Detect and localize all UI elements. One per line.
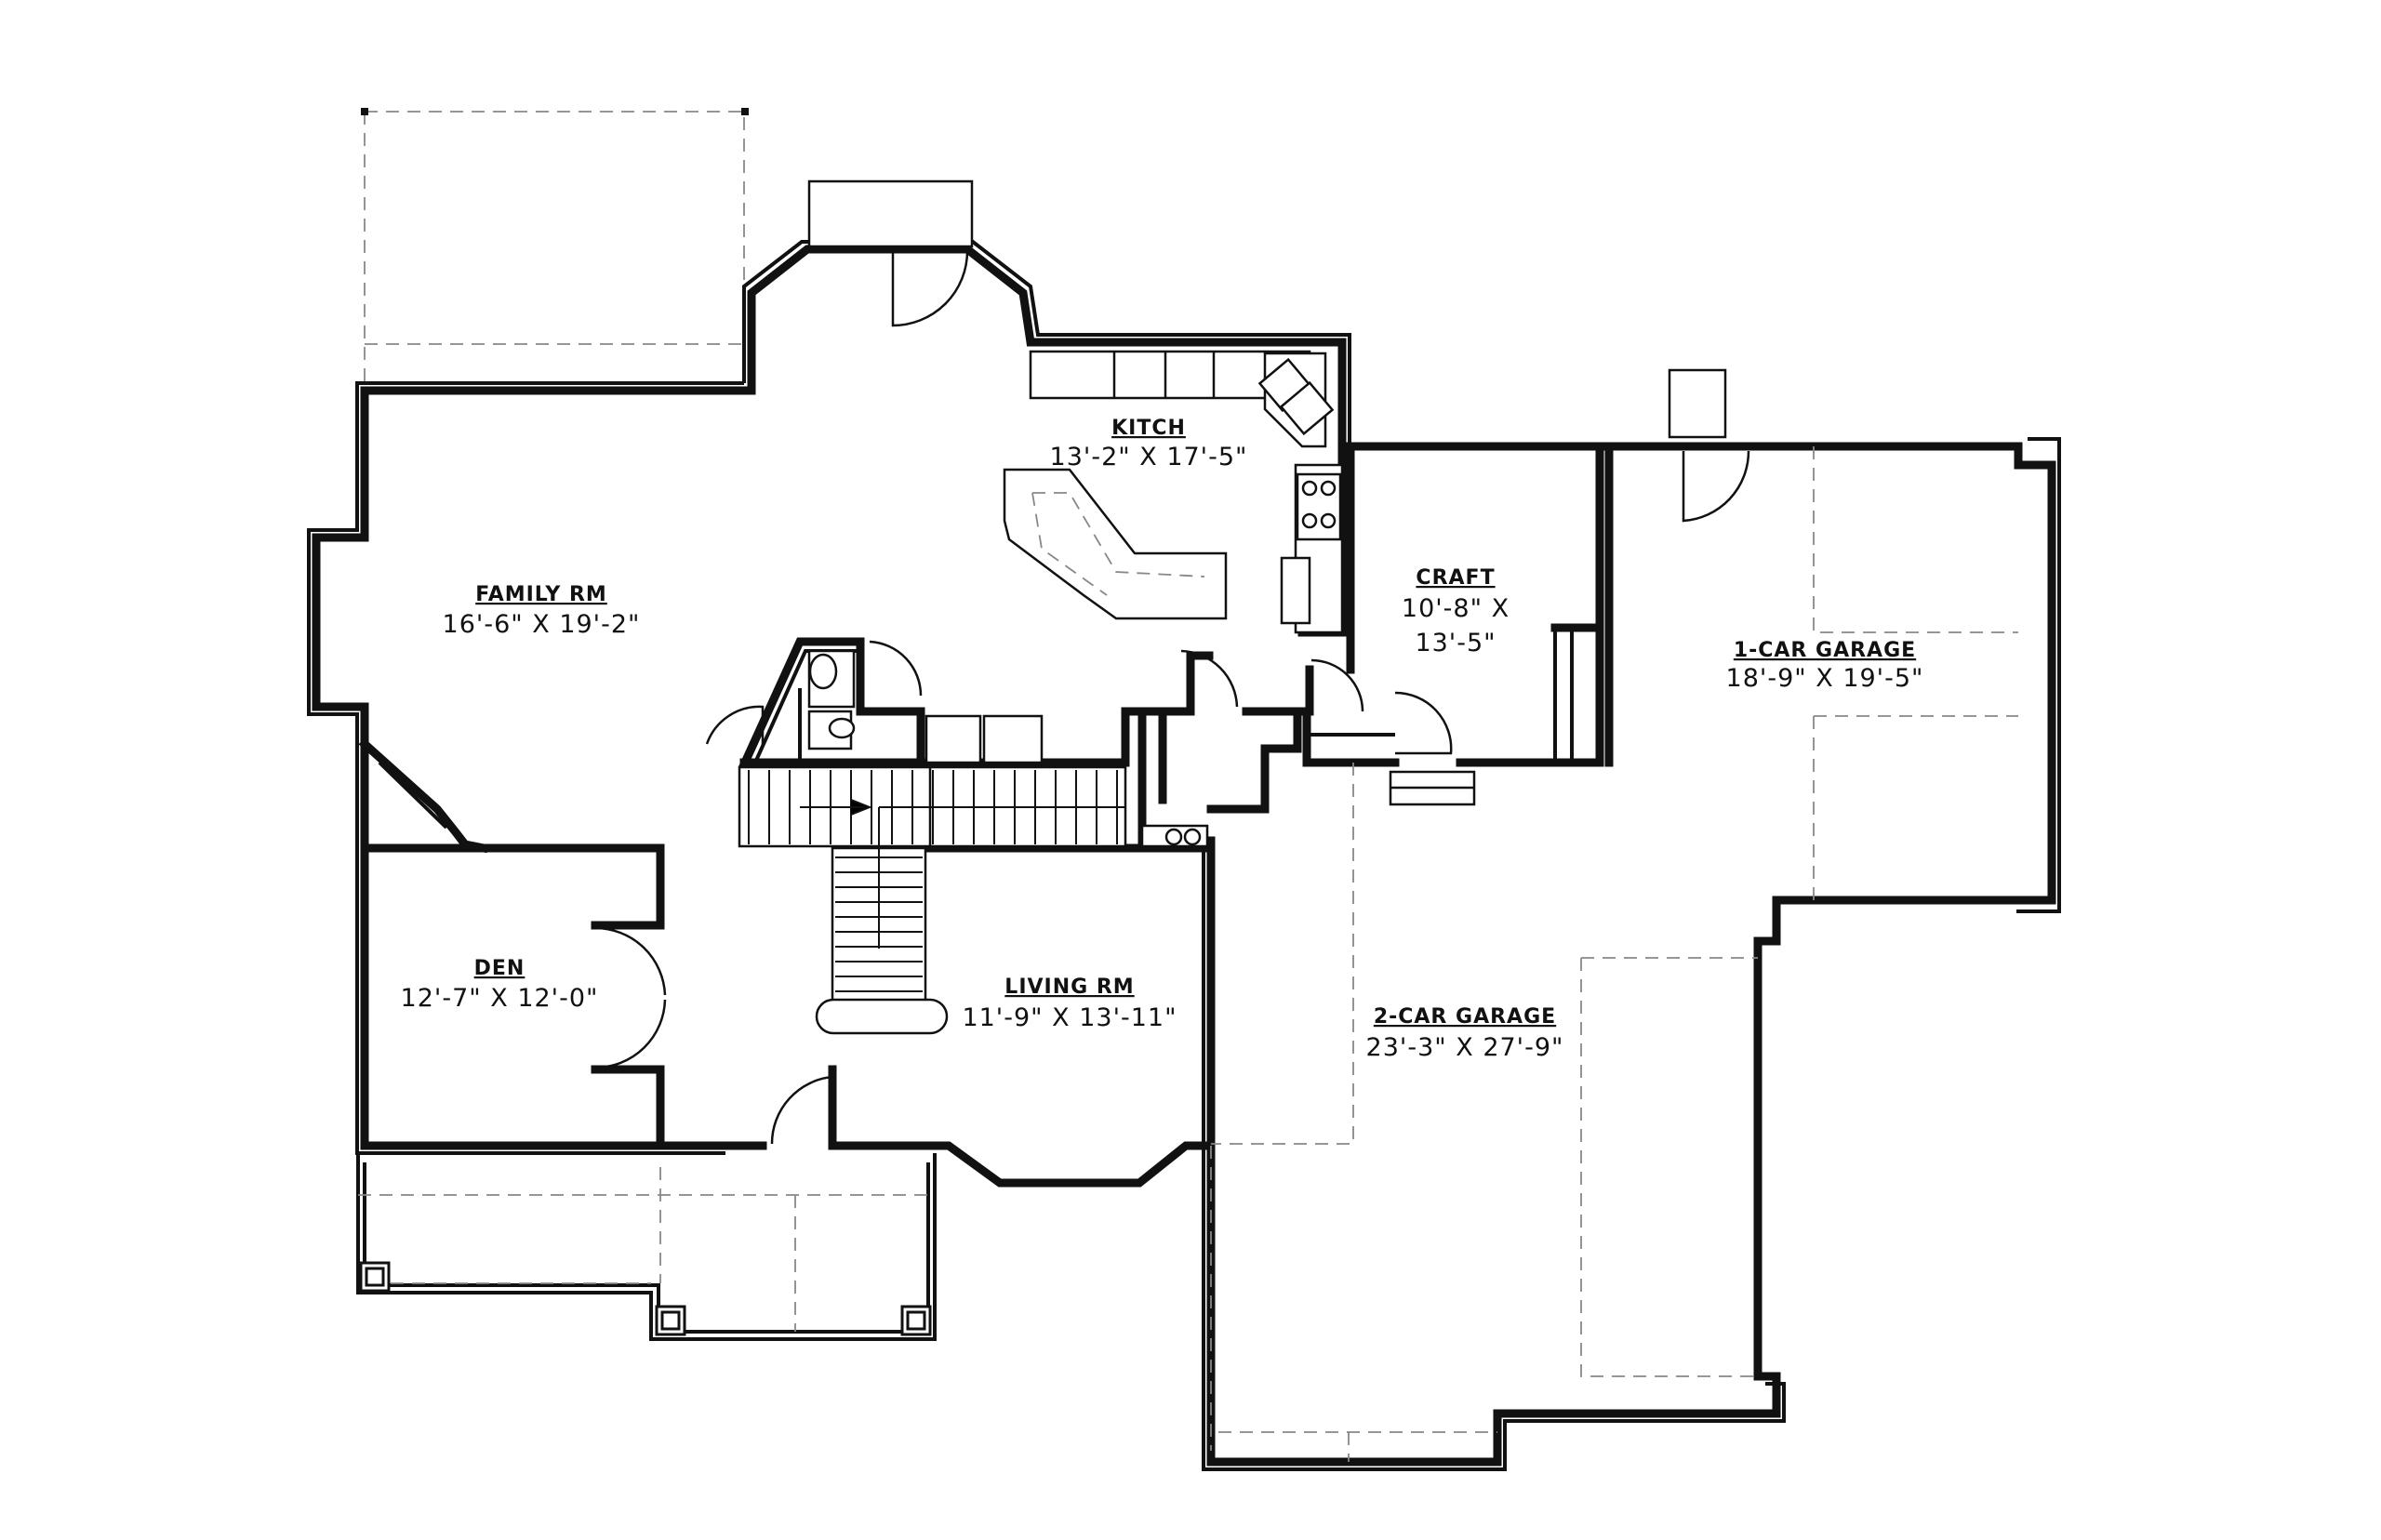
room-dims-family: 16'-6" X 19'-2" [443,610,641,639]
room-dims-living: 11'-9" X 13'-11" [962,1003,1177,1032]
kitchen-sink [1257,357,1335,436]
toilet-icon [808,653,838,690]
rear-stoop [807,179,974,248]
room-name-kitchen: KITCH [1111,417,1186,440]
cooktop [1296,472,1342,541]
room-labels: FAMILY RM 16'-6" X 19'-2" KITCH 13'-2" X… [401,417,1924,1062]
sink-icon [828,717,856,739]
kitchen-cabinets [1003,350,1344,634]
room-name-den: DEN [474,957,525,980]
rear-patio-outline [361,108,749,381]
garage-car-outlines [1210,446,2018,1462]
front-porch [356,1153,937,1341]
rear-door-swing [891,250,969,327]
stair-landing [815,998,949,1035]
doors [594,250,1750,1145]
room-dims-craft-2: 13'-5" [1415,629,1496,657]
kitchen-island [1003,468,1228,620]
room-name-2car-garage: 2-CAR GARAGE [1374,1005,1556,1029]
room-dims-kitchen: 13'-2" X 17'-5" [1050,443,1248,471]
room-name-craft: CRAFT [1416,566,1495,590]
room-name-living: LIVING RM [1004,976,1134,999]
room-name-family: FAMILY RM [475,583,607,606]
room-dims-1car-garage: 18'-9" X 19'-5" [1726,664,1924,693]
staircase [738,765,1127,1035]
room-dims-den: 12'-7" X 12'-0" [401,984,599,1013]
room-dims-2car-garage: 23'-3" X 27'-9" [1366,1033,1564,1062]
room-name-1car-garage: 1-CAR GARAGE [1734,639,1916,662]
room-dims-craft: 10'-8" X [1402,594,1510,623]
powder-bath [807,649,1044,764]
